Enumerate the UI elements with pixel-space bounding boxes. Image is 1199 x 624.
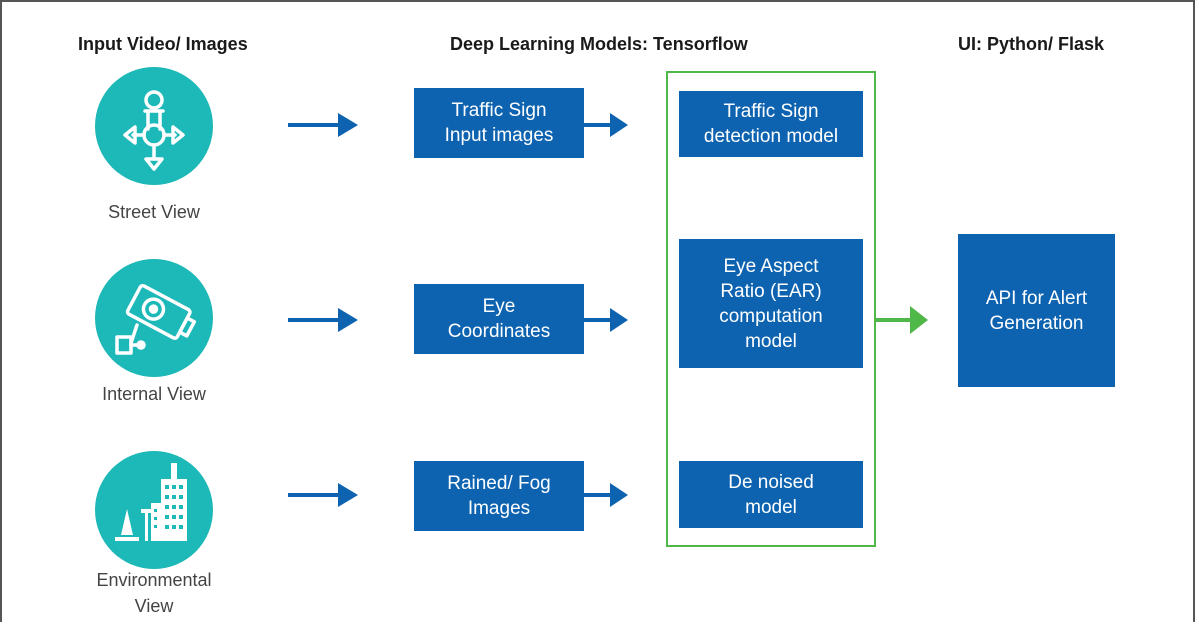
source-label-environmental: Environmental View [96,570,212,616]
input-box-eye-coordinates: Eye Coordinates [414,284,584,354]
column-title-models: Deep Learning Models: Tensorflow [450,34,748,54]
source-label-internal: Internal View [102,384,206,404]
source-label-street: Street View [108,202,200,222]
model-box-eye-aspect-ratio: Eye Aspect Ratio (EAR) computation model [679,239,863,368]
output-box-alert-api: API for Alert Generation [958,234,1115,387]
models-group-frame [666,71,876,547]
input-box-rain-fog: Rained/ Fog Images [414,461,584,531]
camera-eye-icon [95,259,213,377]
model-box-denoised: De noised model [679,461,863,528]
street-view-icon [95,67,213,185]
column-title-ui: UI: Python/ Flask [958,34,1105,54]
model-box-traffic-sign: Traffic Sign detection model [679,91,863,157]
input-box-traffic-sign: Traffic Sign Input images [414,88,584,158]
city-icon [95,451,213,569]
column-title-input: Input Video/ Images [78,34,248,54]
